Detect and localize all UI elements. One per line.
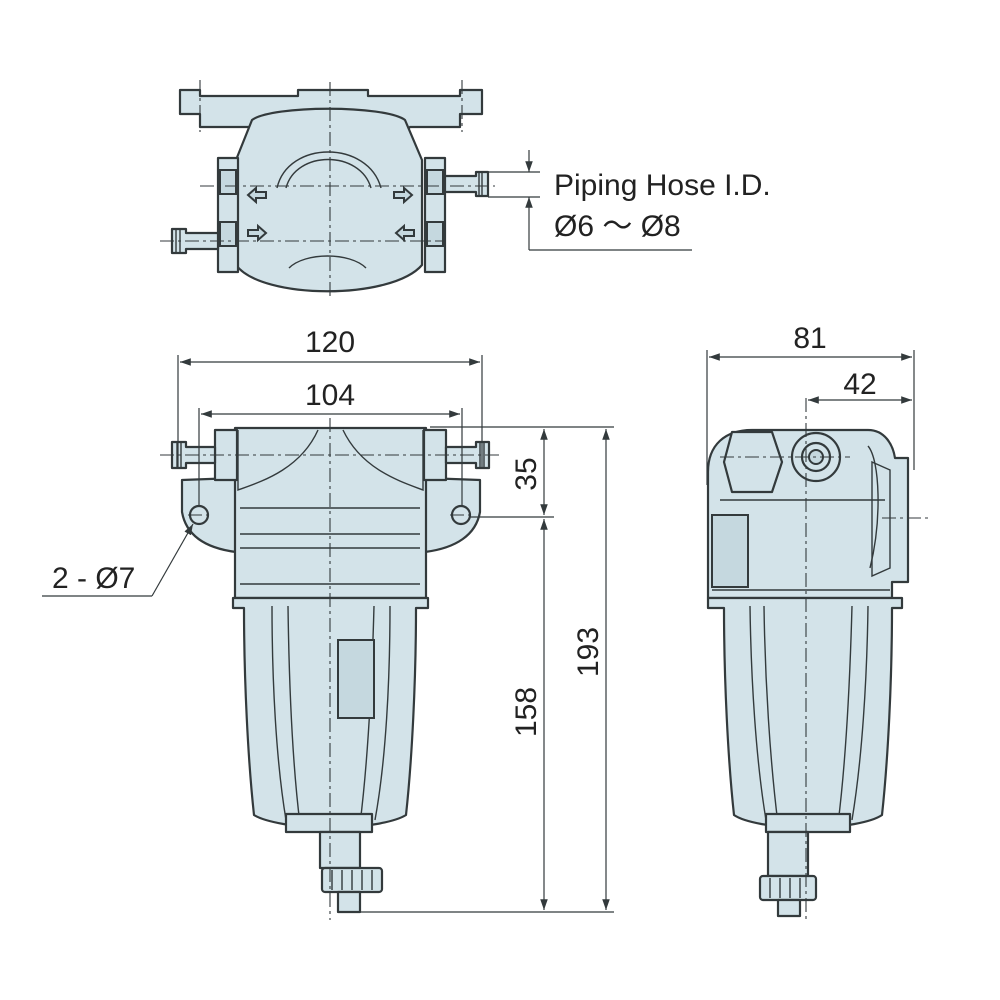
top-view-outlet-nipple xyxy=(443,170,490,198)
dim-side-offset: 42 xyxy=(843,368,876,401)
front-view-drain-tip xyxy=(336,890,362,914)
hose-callout: Piping Hose I.D. Ø6 ～ Ø8 xyxy=(488,150,771,251)
hose-title-label: Piping Hose I.D. xyxy=(554,169,771,202)
side-view-drain-tip xyxy=(776,898,802,918)
dim-mount-width: 104 xyxy=(305,379,355,412)
front-view xyxy=(160,418,500,920)
front-view-dimensions: 120 104 35 158 193 2 - Ø7 xyxy=(42,326,614,913)
side-view-left-nut xyxy=(722,430,784,494)
dim-overall-height: 193 xyxy=(572,627,605,677)
top-view xyxy=(160,80,495,300)
side-view-label-plate xyxy=(711,514,749,588)
side-view-bowl xyxy=(706,596,904,830)
side-view-drain-knob xyxy=(758,874,818,902)
front-view-drain-stem xyxy=(318,830,362,870)
side-view xyxy=(706,398,930,920)
front-view-bowl-window xyxy=(337,639,375,719)
side-view-drain-stem xyxy=(766,830,810,878)
side-view-dimensions: 81 42 xyxy=(706,322,915,485)
hose-range-label: Ø6 ～ Ø8 xyxy=(554,210,681,243)
dim-head-height: 35 xyxy=(510,457,543,490)
dim-bowl-height: 158 xyxy=(510,687,543,737)
dim-side-depth: 81 xyxy=(793,322,826,355)
top-view-housing xyxy=(234,107,424,293)
dim-overall-width: 120 xyxy=(305,326,355,359)
hole-spec-label: 2 - Ø7 xyxy=(52,562,135,595)
